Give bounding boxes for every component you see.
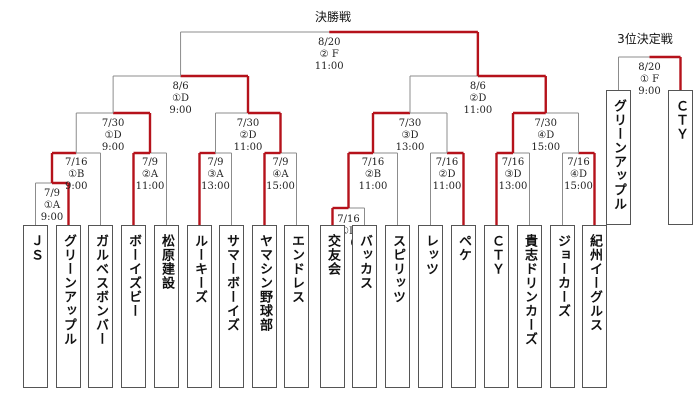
label-right-r1a-line-2: 11:00 (359, 181, 388, 192)
team-box: スピリッツ (385, 225, 410, 388)
label-right-r0-line-0: 7/16 (337, 214, 359, 225)
label-right-r1b-line-0: 7/16 (436, 157, 458, 168)
team-name: サマーボーイズ (224, 234, 239, 332)
label-right-r0-line-1: ①D (340, 226, 357, 237)
label-right-r1c-line-0: 7/16 (502, 157, 524, 168)
team-box: 貴志ドリンカーズ (517, 225, 542, 388)
team-box: 紀州イーグルス (582, 225, 607, 388)
label-right-r1d-line-2: 15:00 (564, 181, 593, 192)
label-left-r1d-line-2: 15:00 (266, 181, 295, 192)
team-box: ガルベスボンバー (88, 225, 113, 388)
label-final-line-1: ② F (320, 49, 339, 60)
label-left-r0-line-0: 7/9 (44, 188, 60, 199)
label-left-sf-line-1: ①D (172, 93, 189, 104)
label-final-line-0: 8/20 (318, 37, 340, 48)
label-left-qf1-line-0: 7/30 (102, 118, 124, 129)
team-box: サマーボーイズ (219, 225, 244, 388)
label-left-r1a-line-1: ①B (68, 169, 84, 180)
label-right-sf-line-1: ②D (469, 93, 486, 104)
label-right-qf2-line-2: 15:00 (531, 142, 560, 153)
team-box: バッカス (352, 225, 377, 388)
label-right-r1d-line-1: ④D (570, 169, 587, 180)
third-place-team-box: ＣＴＹ (668, 90, 693, 225)
label-right-r1a-line-1: ②B (365, 169, 381, 180)
label-left-qf1-line-1: ①D (105, 130, 122, 141)
final-title: 決勝戦 (315, 9, 351, 24)
team-box: ＪＳ (23, 225, 48, 388)
label-right-sf-line-2: 11:00 (463, 105, 492, 116)
team-name: 紀州イーグルス (587, 234, 602, 332)
label-left-r1a-line-0: 7/16 (65, 157, 87, 168)
team-name: ヤマシン野球部 (257, 234, 272, 332)
team-name: 松原建設 (159, 234, 174, 290)
team-name: ボーイズビー (126, 234, 141, 318)
label-left-r1b-line-0: 7/9 (142, 157, 158, 168)
team-name: グリーンアップル (61, 234, 76, 346)
label-left-r1b-line-1: ②A (142, 169, 159, 180)
label-left-qf2-line-2: 11:00 (234, 142, 263, 153)
label-third-line-0: 8/20 (638, 62, 660, 73)
team-box: ルーキーズ (187, 225, 212, 388)
label-left-sf-line-0: 8/6 (173, 81, 189, 92)
team-name: ＣＴＹ (673, 99, 688, 141)
bracket-lines (35, 30, 682, 225)
label-right-qf1-line-0: 7/30 (399, 118, 421, 129)
label-right-r1b-line-2: 11:00 (433, 181, 462, 192)
team-name: レッツ (423, 234, 438, 276)
label-right-r1d-line-0: 7/16 (567, 157, 589, 168)
team-name: ＪＳ (28, 234, 43, 262)
team-box: ジョーカーズ (550, 225, 575, 388)
label-right-sf-line-0: 8/6 (470, 81, 486, 92)
label-right-r1b-line-1: ②D (439, 169, 456, 180)
label-left-r0-line-2: 9:00 (41, 212, 63, 223)
team-name: 交友会 (325, 234, 340, 276)
team-name: ＣＴＹ (489, 234, 504, 276)
label-left-qf1-line-2: 9:00 (102, 142, 124, 153)
label-left-r1c-line-0: 7/9 (207, 157, 223, 168)
team-box: ＣＴＹ (484, 225, 509, 388)
label-left-r1b-line-2: 11:00 (136, 181, 165, 192)
team-box: ペケ (451, 225, 476, 388)
label-left-r1a-line-2: 9:00 (65, 181, 87, 192)
team-box: エンドレス (284, 225, 309, 388)
label-right-r1c-line-2: 13:00 (499, 181, 528, 192)
team-box: レッツ (418, 225, 443, 388)
label-third-line-2: 9:00 (638, 86, 660, 97)
label-third-line-1: ① F (640, 74, 659, 85)
third-place-team-box: グリーンアップル (606, 90, 631, 225)
label-left-r1c-line-1: ③A (207, 169, 224, 180)
team-name: ルーキーズ (192, 234, 207, 304)
label-left-r0-line-1: ①A (44, 200, 61, 211)
team-box: ヤマシン野球部 (252, 225, 277, 388)
match-labels: 7/9①A9:007/16①B9:007/9②A11:007/9③A13:007… (41, 37, 661, 249)
label-right-r1c-line-1: ③D (505, 169, 522, 180)
label-right-r1a-line-0: 7/16 (362, 157, 384, 168)
label-left-r1c-line-2: 13:00 (201, 181, 230, 192)
team-name: ジョーカーズ (555, 234, 570, 318)
label-right-qf2-line-0: 7/30 (535, 118, 557, 129)
label-right-r0-line-2: 9：00 (334, 238, 363, 249)
team-box: ボーイズビー (121, 225, 146, 388)
third-place-title: 3位決定戦 (617, 31, 673, 46)
label-right-qf1-line-1: ③D (402, 130, 419, 141)
team-name: バッカス (357, 234, 372, 290)
team-box: グリーンアップル (56, 225, 81, 388)
team-name: ペケ (456, 234, 471, 262)
label-left-r1d-line-0: 7/9 (272, 157, 288, 168)
team-name: グリーンアップル (611, 99, 626, 211)
label-left-qf2-line-0: 7/30 (237, 118, 259, 129)
team-name: ガルベスボンバー (93, 234, 108, 346)
team-name: スピリッツ (390, 234, 405, 304)
team-box: 交友会 (320, 225, 345, 388)
team-name: 貴志ドリンカーズ (522, 234, 537, 346)
label-right-qf1-line-2: 13:00 (396, 142, 425, 153)
label-final-line-2: 11:00 (315, 61, 344, 72)
team-box: 松原建設 (154, 225, 179, 388)
label-left-sf-line-2: 9:00 (169, 105, 191, 116)
label-right-qf2-line-1: ④D (537, 130, 554, 141)
team-name: エンドレス (289, 234, 304, 304)
label-left-qf2-line-1: ②D (240, 130, 257, 141)
label-left-r1d-line-1: ④A (272, 169, 289, 180)
